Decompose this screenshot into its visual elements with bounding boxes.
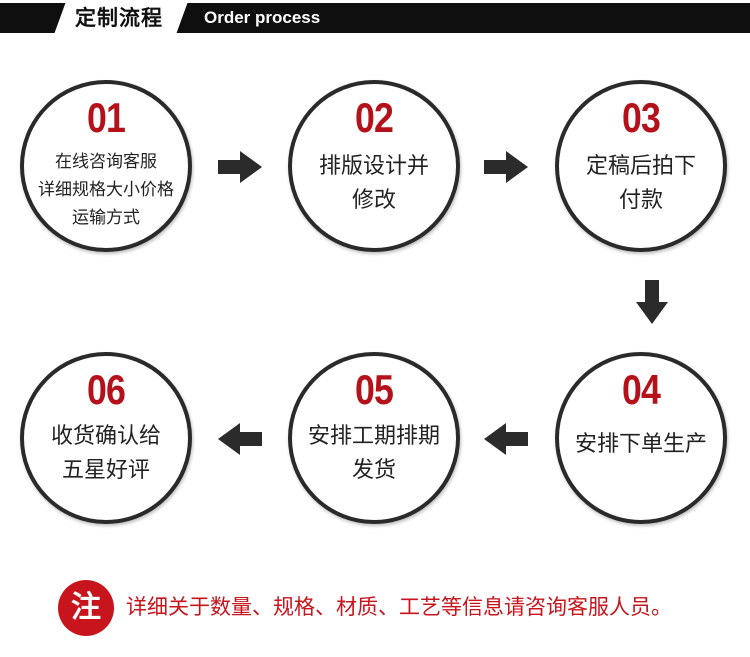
step-number: 02 xyxy=(354,94,394,141)
header-title-cn: 定制流程 xyxy=(75,6,163,30)
step-number: 05 xyxy=(354,366,394,413)
step-text: 排版设计并 修改 xyxy=(292,150,456,218)
step-03-circle: 03 定稿后拍下 付款 xyxy=(555,80,727,252)
arrow-left-icon xyxy=(218,423,262,455)
step-05-circle: 05 安排工期排期 发货 xyxy=(288,352,460,524)
step-text-line: 排版设计并 xyxy=(318,154,429,179)
step-text-line: 发货 xyxy=(351,458,396,483)
step-06-circle: 06 收货确认给 五星好评 xyxy=(20,352,192,524)
step-text: 定稿后拍下 付款 xyxy=(559,150,723,218)
step-number: 03 xyxy=(621,94,661,141)
step-text: 安排工期排期 发货 xyxy=(292,420,456,488)
step-text-line: 收货确认给 xyxy=(50,424,161,449)
note-text: 详细关于数量、规格、材质、工艺等信息请咨询客服人员。 xyxy=(126,595,672,619)
header: 定制流程 Order process xyxy=(0,0,750,34)
step-text: 收货确认给 五星好评 xyxy=(24,420,188,488)
arrow-right-icon xyxy=(484,151,528,183)
step-text-line: 五星好评 xyxy=(61,458,150,483)
step-text-line: 运输方式 xyxy=(72,208,140,228)
step-text-line: 在线咨询客服 xyxy=(55,152,157,172)
arrow-left-icon xyxy=(484,423,528,455)
arrow-down-icon xyxy=(636,280,668,324)
step-number: 01 xyxy=(86,94,126,141)
step-text-line: 修改 xyxy=(351,188,396,213)
step-01-circle: 01 在线咨询客服 详细规格大小价格 运输方式 xyxy=(20,80,192,252)
step-04-circle: 04 安排下单生产 xyxy=(555,352,727,524)
step-text: 安排下单生产 xyxy=(559,428,723,462)
step-text-line: 安排工期排期 xyxy=(307,424,440,449)
step-text-line: 定稿后拍下 xyxy=(585,154,696,179)
note-badge: 注 xyxy=(58,580,114,636)
step-number: 04 xyxy=(621,366,661,413)
step-number: 06 xyxy=(86,366,126,413)
step-text-line: 安排下单生产 xyxy=(574,432,707,457)
step-text: 在线咨询客服 详细规格大小价格 运输方式 xyxy=(24,148,188,232)
step-text-line: 付款 xyxy=(618,188,663,213)
step-02-circle: 02 排版设计并 修改 xyxy=(288,80,460,252)
step-text-line: 详细规格大小价格 xyxy=(38,180,174,200)
arrow-right-icon xyxy=(218,151,262,183)
header-title-en: Order process xyxy=(204,8,321,27)
